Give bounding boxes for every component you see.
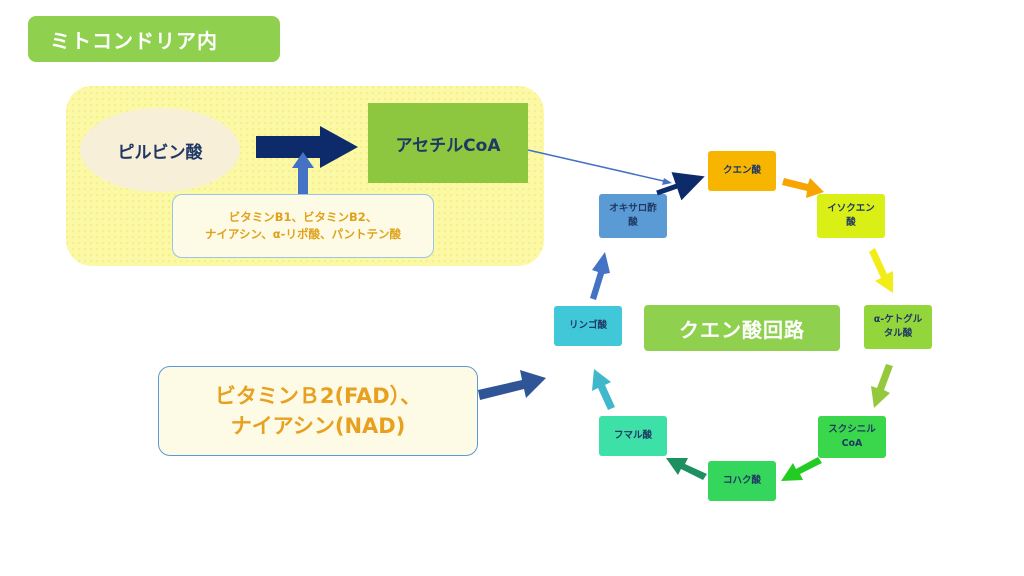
vitamins-bottom-line1: ビタミンＢ2(FAD）、 — [214, 384, 422, 408]
citrate-to-isocitrate-arrow — [782, 178, 824, 198]
node-succinyl-coa-line1: スクシニル — [828, 424, 876, 435]
node-succinyl-coa: スクシニル CoA — [818, 416, 886, 458]
node-oxaloacetate: オキサロ酢 酸 — [599, 194, 667, 238]
node-isocitrate-line2: 酸 — [846, 217, 856, 228]
vitamins-bottom-arrow — [478, 370, 546, 400]
node-isocitrate-line1: イソクエン — [827, 203, 875, 214]
node-citrate-label: クエン酸 — [722, 165, 761, 176]
node-ketoglutarate-line1: α-ケトグル — [873, 314, 923, 325]
pyruvate-node: ピルビン酸 — [80, 108, 240, 192]
malate-to-oxaloacetate-arrow — [590, 252, 610, 300]
node-fumarate-label: フマル酸 — [613, 430, 652, 441]
acetyl-to-citrate-head — [662, 178, 672, 185]
succinate-to-fumarate-arrow — [666, 458, 707, 480]
node-citrate: クエン酸 — [708, 151, 776, 191]
pyruvate-label: ピルビン酸 — [117, 142, 203, 163]
vitamins-bottom-box: ビタミンＢ2(FAD）、 ナイアシン(NAD) — [158, 366, 478, 456]
node-succinyl-coa-line2: CoA — [841, 438, 863, 449]
node-malate: リンゴ酸 — [554, 306, 622, 346]
vitamins-bottom-line2: ナイアシン(NAD) — [230, 414, 406, 438]
vitamins-top-box: ビタミンB1、ビタミンB2、 ナイアシン、α-リポ酸、パントテン酸 — [172, 194, 434, 258]
node-ketoglutarate-line2: タル酸 — [883, 328, 913, 339]
ketoglutarate-to-succinyl-arrow — [871, 364, 893, 408]
oxaloacetate-to-citrate-arrow — [656, 172, 705, 201]
vitamins-top-line1: ビタミンB1、ビタミンB2、 — [228, 210, 378, 224]
title-badge: ミトコンドリア内 — [28, 16, 280, 62]
isocitrate-to-ketoglutarate-arrow — [869, 248, 893, 293]
acetyl-to-citrate-line — [527, 149, 669, 183]
vitamins-top-line2: ナイアシン、α-リポ酸、パントテン酸 — [204, 227, 402, 241]
node-ketoglutarate: α-ケトグル タル酸 — [864, 305, 932, 349]
node-malate-label: リンゴ酸 — [568, 320, 607, 331]
node-fumarate: フマル酸 — [599, 416, 667, 456]
pyruvate-to-acetyl-arrow — [256, 126, 358, 168]
acetyl-coa-node: アセチルCoA — [368, 103, 528, 183]
fumarate-to-malate-arrow — [592, 369, 615, 410]
succinyl-to-succinate-arrow — [781, 457, 822, 481]
vitamins-up-arrow — [292, 152, 314, 194]
node-succinate: コハク酸 — [708, 461, 776, 501]
node-oxaloacetate-line1: オキサロ酢 — [609, 203, 657, 214]
node-oxaloacetate-line2: 酸 — [628, 217, 638, 228]
cycle-label: クエン酸回路 — [644, 305, 840, 351]
node-succinate-label: コハク酸 — [722, 475, 761, 486]
node-isocitrate: イソクエン 酸 — [817, 194, 885, 238]
acetyl-coa-label: アセチルCoA — [395, 135, 501, 156]
